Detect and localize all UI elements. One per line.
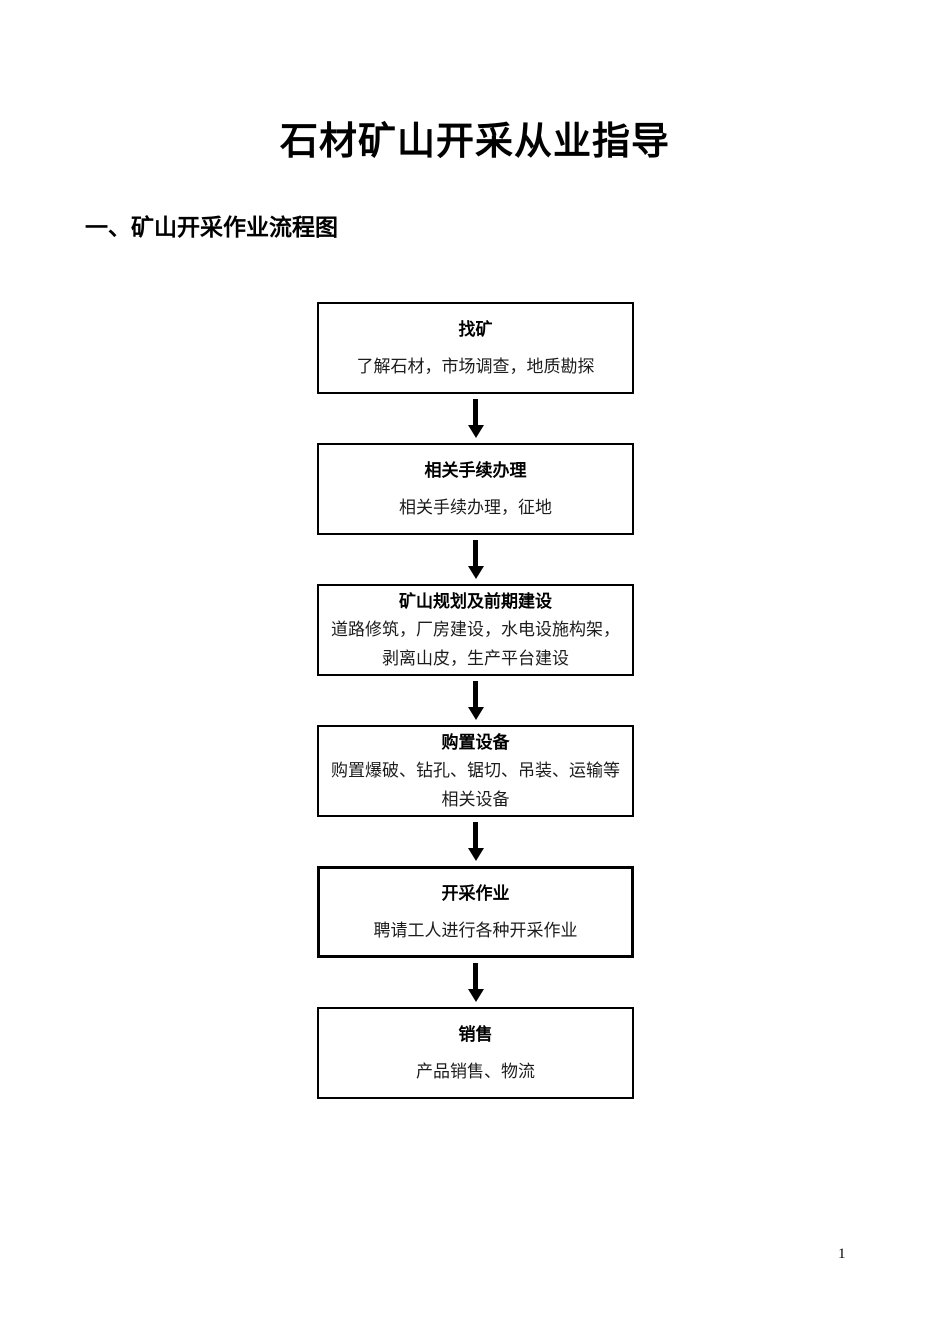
step-description: 产品销售、物流 (416, 1061, 535, 1081)
down-arrow-icon (467, 958, 484, 1007)
down-arrow-icon (467, 817, 484, 866)
step-title: 相关手续办理 (424, 460, 527, 480)
down-arrow-icon (467, 676, 484, 725)
step-title: 销售 (458, 1024, 493, 1044)
flow-step-planning-construction: 矿山规划及前期建设 道路修筑，厂房建设，水电设施构架，剥离山皮，生产平台建设 (317, 584, 634, 676)
step-title: 开采作业 (441, 883, 510, 903)
down-arrow-icon (467, 394, 484, 443)
flow-step-sales: 销售 产品销售、物流 (317, 1007, 634, 1099)
flow-step-equipment-purchase: 购置设备 购置爆破、钻孔、锯切、吊装、运输等相关设备 (317, 725, 634, 817)
flow-step-procedures: 相关手续办理 相关手续办理，征地 (317, 443, 634, 535)
document-title: 石材矿山开采从业指导 (279, 121, 670, 163)
step-description: 了解石材，市场调查，地质勘探 (356, 356, 595, 376)
section-heading: 一、矿山开采作业流程图 (85, 215, 338, 240)
down-arrow-icon (467, 535, 484, 584)
step-description: 聘请工人进行各种开采作业 (373, 920, 578, 940)
step-description: 购置爆破、钻孔、锯切、吊装、运输等相关设备 (331, 760, 620, 809)
page-number: 1 (838, 1246, 846, 1262)
step-description: 道路修筑，厂房建设，水电设施构架，剥离山皮，生产平台建设 (331, 619, 620, 668)
mining-process-flowchart: 找矿 了解石材，市场调查，地质勘探 相关手续办理 相关手续办理，征地 矿山规划及… (317, 302, 634, 1099)
step-description: 相关手续办理，征地 (399, 497, 552, 517)
flow-step-mining-operation: 开采作业 聘请工人进行各种开采作业 (317, 866, 634, 958)
flow-step-prospecting: 找矿 了解石材，市场调查，地质勘探 (317, 302, 634, 394)
step-title: 矿山规划及前期建设 (399, 591, 552, 611)
step-title: 找矿 (458, 319, 493, 339)
step-title: 购置设备 (441, 732, 510, 752)
